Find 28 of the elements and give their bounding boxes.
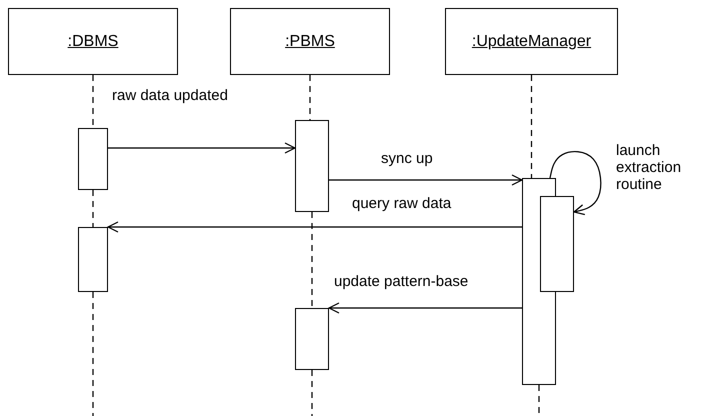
activation-bar xyxy=(295,120,329,212)
activation-bar xyxy=(78,227,108,292)
lifeline xyxy=(538,385,540,416)
message-arrow xyxy=(328,302,522,314)
message-arrow xyxy=(107,221,522,233)
activation-bar xyxy=(78,128,108,190)
edge-label: launch extraction routine xyxy=(616,142,682,193)
message-arrow xyxy=(329,174,523,186)
message-arrow xyxy=(549,151,602,216)
object-name: :UpdateManager xyxy=(472,32,592,50)
edge-label: query raw data xyxy=(352,195,452,212)
lifeline xyxy=(92,75,94,128)
activation-bar xyxy=(540,196,574,292)
lifeline xyxy=(309,75,311,120)
activation-bar xyxy=(295,308,329,370)
object-name: :PBMS xyxy=(285,32,335,50)
edge-label: update pattern-base xyxy=(334,273,468,290)
lifeline xyxy=(530,75,532,178)
lifeline xyxy=(311,212,313,308)
message-arrow xyxy=(108,142,296,154)
lifeline-head xyxy=(8,8,178,75)
edge-label: raw data updated xyxy=(112,87,228,104)
object-name: :DBMS xyxy=(68,32,118,50)
lifeline-head xyxy=(230,8,390,75)
lifeline xyxy=(92,190,94,227)
lifeline xyxy=(92,292,94,416)
lifeline xyxy=(311,370,313,416)
lifeline-head xyxy=(445,8,618,75)
